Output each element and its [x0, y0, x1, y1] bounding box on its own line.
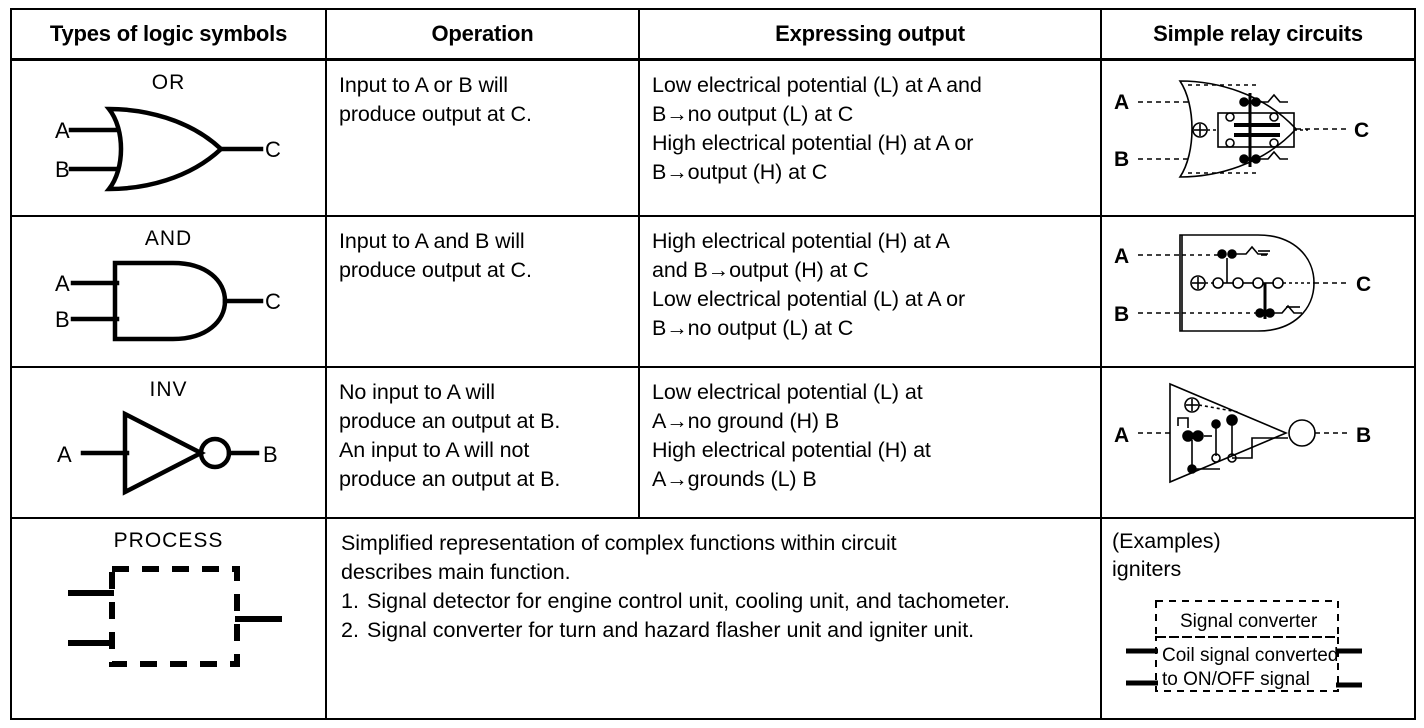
table-row-inv: INV A B [10, 366, 1416, 519]
and-relay-pin-label-a: A [1114, 245, 1129, 268]
operation-text-inv: No input to A will produce an output at … [339, 380, 561, 492]
table-row-and: AND A B C [10, 215, 1416, 369]
process-item-number: 2. [341, 617, 359, 642]
symbol-cell-or: OR A B C [10, 58, 327, 218]
symbol-name-and: AND [144, 227, 193, 251]
expressing-output-cell-and: High electrical potential (H) at A and B… [638, 215, 1102, 369]
and-relay-circuit-icon: A B C [1102, 217, 1414, 343]
relay-circuit-cell-inv: A B [1100, 366, 1416, 519]
process-description-cell: Simplified representation of complex fun… [325, 516, 1102, 721]
process-item-list: 1. Signal detector for engine control un… [341, 587, 1086, 645]
column-header-expressing-output: Expressing output [638, 8, 1102, 61]
expressing-output-text-and: High electrical potential (H) at A and B… [652, 229, 966, 341]
and-relay-pin-label-b: B [1114, 303, 1129, 326]
process-intro: Simplified representation of complex fun… [341, 530, 897, 584]
logic-symbols-table: Types of logic symbols Operation Express… [10, 8, 1416, 721]
relay-circuit-cell-and: A B C [1100, 215, 1416, 369]
process-item-text: Signal detector for engine control unit,… [367, 588, 1011, 613]
operation-text-or: Input to A or B will produce output at C… [339, 73, 532, 126]
process-item-text: Signal converter for turn and hazard fla… [367, 617, 975, 642]
column-header-types-of-logic-symbols: Types of logic symbols [10, 8, 327, 61]
operation-cell-and: Input to A and B will produce output at … [325, 215, 640, 369]
inv-relay-pin-label-a: A [1114, 424, 1129, 447]
expressing-output-text-or: Low electrical potential (L) at A and B→… [652, 73, 982, 184]
and-pin-label-b: B [55, 307, 70, 332]
and-relay-pin-label-c: C [1356, 273, 1371, 296]
inv-pin-label-a: A [57, 442, 72, 467]
inverter-gate-icon: A B [12, 404, 325, 504]
inverter-relay-circuit-icon: A B [1102, 368, 1414, 492]
symbol-cell-and: AND A B C [10, 215, 327, 369]
expressing-output-cell-or: Low electrical potential (L) at A and B→… [638, 58, 1102, 218]
or-pin-label-b: B [55, 157, 70, 182]
symbol-name-process: PROCESS [113, 528, 224, 552]
operation-cell-or: Input to A or B will produce output at C… [325, 58, 640, 218]
inv-relay-pin-label-b: B [1356, 424, 1371, 447]
process-examples-cell: (Examples) igniters [1100, 516, 1416, 721]
and-gate-icon: A B C [12, 253, 325, 353]
symbol-name-or: OR [151, 71, 186, 94]
or-relay-circuit-icon: A B C [1102, 61, 1414, 192]
signal-converter-block-icon: Signal converter Coil signal converted t… [1102, 583, 1414, 701]
and-pin-label-c: C [265, 289, 281, 314]
table-row-or: OR A B C [10, 58, 1416, 218]
table-row-process: PROCESS [10, 516, 1416, 721]
table-header-row: Types of logic symbols Operation Express… [10, 8, 1416, 61]
symbol-name-inv: INV [149, 378, 188, 402]
column-header-operation: Operation [325, 8, 640, 61]
process-examples-text: (Examples) igniters [1112, 528, 1221, 581]
process-item-number: 1. [341, 588, 359, 613]
list-item: 2. Signal converter for turn and hazard … [341, 616, 1086, 645]
process-block-icon [12, 555, 325, 680]
or-relay-pin-label-c: C [1354, 119, 1369, 142]
operation-text-and: Input to A and B will produce output at … [339, 229, 532, 283]
signal-converter-line-2: to ON/OFF signal [1162, 669, 1310, 690]
operation-cell-inv: No input to A will produce an output at … [325, 366, 640, 519]
symbol-cell-process: PROCESS [10, 516, 327, 721]
expressing-output-cell-inv: Low electrical potential (L) at A→no gro… [638, 366, 1102, 519]
signal-converter-title: Signal converter [1180, 611, 1318, 632]
or-relay-pin-label-a: A [1114, 91, 1129, 114]
inv-pin-label-b: B [263, 442, 278, 467]
or-relay-pin-label-b: B [1114, 148, 1129, 171]
symbol-cell-inv: INV A B [10, 366, 327, 519]
column-header-simple-relay-circuits: Simple relay circuits [1100, 8, 1416, 61]
relay-circuit-cell-or: A B C [1100, 58, 1416, 218]
and-pin-label-a: A [55, 271, 70, 296]
expressing-output-text-inv: Low electrical potential (L) at A→no gro… [652, 380, 931, 492]
signal-converter-line-1: Coil signal converted [1162, 645, 1338, 666]
or-pin-label-a: A [55, 118, 70, 143]
list-item: 1. Signal detector for engine control un… [341, 587, 1086, 616]
or-gate-icon: A B C [12, 97, 325, 202]
or-pin-label-c: C [265, 137, 281, 162]
process-description-text: Simplified representation of complex fun… [327, 519, 1100, 651]
